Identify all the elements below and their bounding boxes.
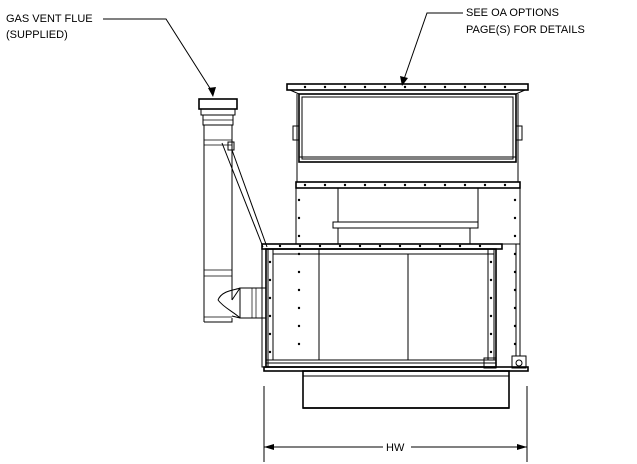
fastener-dot — [268, 296, 272, 300]
main-cabinet — [261, 243, 529, 372]
fastener-dot — [513, 234, 517, 238]
fastener-dot — [418, 244, 422, 248]
fastener-dot — [503, 85, 507, 89]
fastener-dot — [323, 183, 327, 187]
fastener-dot — [268, 314, 272, 318]
fastener-dot — [489, 278, 493, 282]
fastener-dot — [297, 252, 301, 256]
hw-arrow-right — [517, 444, 527, 450]
fastener-dot — [268, 260, 272, 264]
oa-callout-line1: SEE OA OPTIONS — [466, 7, 559, 19]
flue-cap — [198, 98, 238, 110]
fastener-dot — [489, 296, 493, 300]
curb-body — [302, 370, 510, 409]
fastener-dot — [489, 350, 493, 354]
fastener-dot — [383, 85, 387, 89]
fastener-dot — [513, 270, 517, 274]
fastener-dot — [513, 288, 517, 292]
fastener-dot — [513, 342, 517, 346]
fastener-dot — [503, 183, 507, 187]
hw-dimension-label: HW — [386, 442, 405, 454]
fastener-dot — [483, 85, 487, 89]
fastener-dot — [463, 85, 467, 89]
oa-options-callout: SEE OA OPTIONS PAGE(S) FOR DETAILS — [400, 7, 585, 86]
fastener-dot — [343, 183, 347, 187]
fastener-dot — [297, 342, 301, 346]
fastener-dot — [268, 350, 272, 354]
fastener-dot — [423, 85, 427, 89]
fastener-dot — [278, 244, 282, 248]
flue-leader-arrowhead — [208, 87, 216, 97]
fastener-dot — [513, 324, 517, 328]
oa-hood — [286, 83, 529, 182]
fastener-dot — [323, 85, 327, 89]
fastener-dot — [443, 85, 447, 89]
fastener-dot — [363, 85, 367, 89]
fastener-dot — [297, 288, 301, 292]
fastener-dot — [489, 260, 493, 264]
fastener-dot — [358, 244, 362, 248]
fastener-dot — [378, 244, 382, 248]
fastener-dot — [343, 85, 347, 89]
fastener-dot — [303, 183, 307, 187]
roof-curb — [302, 370, 510, 409]
fastener-dots — [268, 85, 517, 354]
hw-dimension: HW — [263, 386, 528, 462]
fastener-dot — [268, 332, 272, 336]
fastener-dot — [403, 183, 407, 187]
fastener-dot — [297, 216, 301, 220]
fastener-dot — [458, 244, 462, 248]
fastener-dot — [403, 85, 407, 89]
oa-hood-body — [298, 93, 517, 163]
fastener-dot — [483, 183, 487, 187]
fastener-dot — [383, 183, 387, 187]
flue-callout-line2: (SUPPLIED) — [6, 29, 68, 41]
fastener-dot — [513, 306, 517, 310]
hw-arrow-left — [264, 444, 274, 450]
flue-tee-lower — [231, 315, 266, 319]
fastener-dot — [489, 314, 493, 318]
fastener-dot — [318, 244, 322, 248]
oa-callout-line2: PAGE(S) FOR DETAILS — [466, 24, 585, 36]
fastener-dot — [297, 234, 301, 238]
fastener-dot — [297, 270, 301, 274]
fastener-dot — [363, 183, 367, 187]
gas-vent-flue-pipe — [198, 98, 268, 323]
fastener-dot — [303, 85, 307, 89]
flue-tee-upper — [231, 287, 266, 301]
fastener-dot — [298, 244, 302, 248]
fastener-dot — [398, 244, 402, 248]
fastener-dot — [338, 244, 342, 248]
flue-cap-collar — [200, 108, 236, 116]
fastener-dot — [443, 183, 447, 187]
fastener-dot — [423, 183, 427, 187]
fastener-dot — [438, 244, 442, 248]
fastener-dot — [297, 198, 301, 202]
flue-support-strap-1 — [221, 142, 264, 248]
cabinet-body — [265, 248, 497, 368]
fastener-dot — [513, 252, 517, 256]
flue-support-strap-2 — [231, 149, 268, 248]
oa-hood-top-flange — [286, 83, 529, 91]
fastener-dot — [268, 278, 272, 282]
flue-leader-line — [103, 18, 214, 94]
oa-leader-line — [402, 12, 463, 83]
fastener-dot — [478, 244, 482, 248]
fastener-dot — [297, 306, 301, 310]
fastener-dot — [489, 332, 493, 336]
gas-vent-flue-callout: GAS VENT FLUE (SUPPLIED) — [6, 13, 216, 97]
fastener-dot — [513, 198, 517, 202]
fastener-dot — [297, 324, 301, 328]
fastener-dot — [463, 183, 467, 187]
fastener-dot — [513, 216, 517, 220]
flue-callout-line1: GAS VENT FLUE — [6, 13, 93, 25]
